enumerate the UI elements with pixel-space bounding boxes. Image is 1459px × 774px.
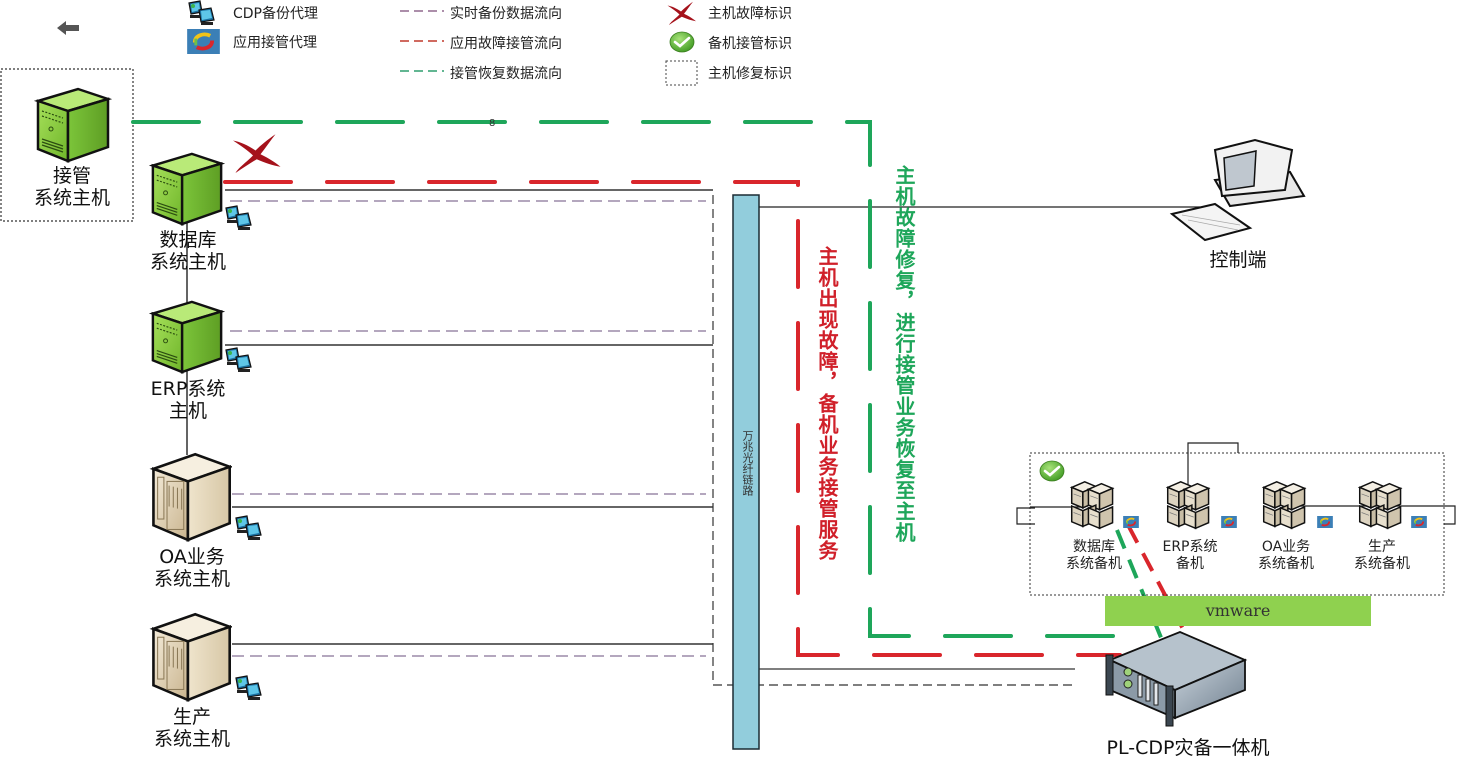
legend-restore-flow-label: 接管恢复数据流向 bbox=[450, 66, 562, 82]
failover-flow-line bbox=[223, 180, 1122, 657]
standby-erp-label-line2: 备机 bbox=[1176, 556, 1204, 572]
legend-host-failure-label: 主机故障标识 bbox=[708, 6, 792, 22]
standby-production-server-icon[interactable] bbox=[1358, 481, 1402, 530]
backup-flow-lines bbox=[230, 200, 706, 657]
standby-oa-label-line2: 系统备机 bbox=[1258, 556, 1314, 572]
oa-host-label-line1: OA业务 bbox=[159, 546, 225, 568]
oa-cdp-agent-icon bbox=[235, 515, 262, 541]
stray-mark: 8 bbox=[489, 118, 495, 129]
standby-database-label-line1: 数据库 bbox=[1073, 539, 1115, 555]
legend-standby-takeover-label: 备机接管标识 bbox=[708, 36, 792, 52]
standby-production-label-line2: 系统备机 bbox=[1354, 556, 1410, 572]
oa-host-label: OA业务 系统主机 bbox=[130, 546, 254, 590]
standby-production-app-agent-icon bbox=[1410, 516, 1428, 528]
fiber-link-label: 万兆光纤链路 bbox=[741, 430, 754, 496]
legend-standby-check-icon bbox=[668, 31, 696, 53]
database-host-label: 数据库 系统主机 bbox=[128, 229, 248, 273]
erp-host-label: ERP系统 主机 bbox=[128, 378, 248, 422]
legend-app-agent-label: 应用接管代理 bbox=[233, 35, 317, 51]
standby-erp-label: ERP系统 备机 bbox=[1144, 539, 1236, 573]
restore-flow-line bbox=[131, 120, 1122, 638]
production-host-server-icon[interactable] bbox=[152, 612, 232, 702]
console-computer-icon[interactable] bbox=[1169, 138, 1306, 242]
host-network-links bbox=[225, 189, 713, 645]
back-arrow-icon[interactable] bbox=[57, 21, 79, 35]
backup-trunk-line bbox=[712, 195, 1075, 686]
legend-app-agent-icon bbox=[187, 29, 220, 54]
takeover-host-label: 接管 系统主机 bbox=[10, 165, 134, 209]
takeover-host-label-line1: 接管 bbox=[52, 165, 91, 187]
standby-database-app-agent-icon bbox=[1122, 516, 1140, 528]
takeover-host-server-icon[interactable] bbox=[36, 87, 110, 163]
oa-host-label-line2: 系统主机 bbox=[153, 568, 230, 590]
erp-host-server-icon[interactable] bbox=[151, 300, 223, 374]
erp-host-label-line2: 主机 bbox=[168, 400, 207, 422]
production-host-label: 生产 系统主机 bbox=[130, 706, 254, 750]
legend-host-failure-x-icon bbox=[667, 1, 696, 25]
standby-oa-server-icon[interactable] bbox=[1262, 481, 1306, 530]
standby-erp-label-line1: ERP系统 bbox=[1162, 539, 1218, 555]
legend-cdp-agent-icon bbox=[188, 0, 215, 26]
fiber-link-bar bbox=[732, 194, 760, 750]
legend-host-repair-label: 主机修复标识 bbox=[708, 66, 792, 82]
database-host-server-icon[interactable] bbox=[151, 152, 223, 226]
legend-host-repair-box-icon bbox=[665, 60, 698, 86]
erp-host-label-line1: ERP系统 bbox=[150, 378, 226, 400]
host-repair-box bbox=[0, 68, 134, 222]
standby-uplink-line bbox=[1187, 442, 1239, 485]
oa-host-server-icon[interactable] bbox=[152, 452, 232, 542]
console-label: 控制端 bbox=[1209, 249, 1267, 271]
standby-erp-app-agent-icon bbox=[1220, 516, 1238, 528]
standby-oa-app-agent-icon bbox=[1316, 516, 1334, 528]
standby-production-label-line1: 生产 bbox=[1368, 539, 1396, 555]
production-host-label-line2: 系统主机 bbox=[153, 728, 230, 750]
cdp-appliance-icon[interactable] bbox=[1105, 631, 1248, 727]
standby-production-label: 生产 系统备机 bbox=[1336, 539, 1428, 573]
database-cdp-agent-icon bbox=[225, 205, 252, 231]
erp-cdp-agent-icon bbox=[225, 347, 252, 373]
restore-annotation: 主机故障修复，进行接管业务恢复至主机 bbox=[892, 165, 916, 543]
standby-database-server-icon[interactable] bbox=[1070, 481, 1114, 530]
legend-backup-flow-label: 实时备份数据流向 bbox=[450, 6, 562, 22]
standby-left-bracket bbox=[1016, 507, 1035, 525]
database-host-label-line2: 系统主机 bbox=[149, 251, 226, 273]
host-failure-x-icon bbox=[233, 134, 281, 173]
production-cdp-agent-icon bbox=[235, 675, 262, 701]
standby-check-icon bbox=[1039, 460, 1065, 482]
production-host-label-line1: 生产 bbox=[172, 706, 211, 728]
failover-annotation: 主机出现故障，备机业务接管服务 bbox=[815, 246, 839, 561]
standby-database-label-line2: 系统备机 bbox=[1066, 556, 1122, 572]
appliance-label: PL-CDP灾备一体机 bbox=[1106, 737, 1270, 759]
legend-cdp-agent-label: CDP备份代理 bbox=[233, 6, 318, 22]
takeover-host-label-line2: 系统主机 bbox=[33, 187, 110, 209]
standby-oa-label: OA业务 系统备机 bbox=[1240, 539, 1332, 573]
database-host-label-line1: 数据库 bbox=[159, 229, 217, 251]
standby-erp-server-icon[interactable] bbox=[1166, 481, 1210, 530]
standby-database-label: 数据库 系统备机 bbox=[1048, 539, 1140, 573]
standby-oa-label-line1: OA业务 bbox=[1261, 539, 1311, 555]
vmware-bar: vmware bbox=[1105, 596, 1371, 626]
legend-failover-flow-label: 应用故障接管流向 bbox=[450, 36, 562, 52]
